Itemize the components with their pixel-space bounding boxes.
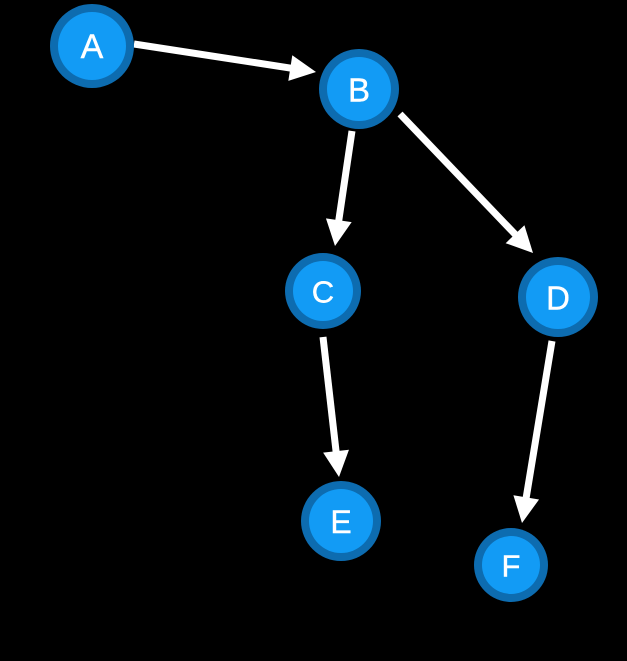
node-fill [293,261,353,321]
graph-edge-c-e[interactable] [319,336,349,477]
arrowhead-icon [513,495,540,523]
graph-node-b[interactable]: B [319,49,399,129]
edge-line [319,336,340,456]
graph-node-f[interactable]: F [474,528,548,602]
graph-node-e[interactable]: E [301,481,381,561]
edge-line [397,111,521,240]
node-label: D [546,280,570,317]
edge-line [522,340,556,502]
node-label: B [348,72,370,109]
graph-node-a[interactable]: A [50,4,134,88]
graph-edge-b-d[interactable] [397,111,533,253]
node-label: A [81,28,104,66]
graph-edge-a-b[interactable] [133,40,316,81]
graph-edge-d-f[interactable] [513,340,556,523]
edges-layer [133,40,556,523]
node-label: C [312,275,334,310]
node-fill [482,536,540,594]
edge-line [334,130,356,225]
node-fill [327,57,391,121]
node-label: E [330,504,351,540]
node-fill [526,265,590,329]
edge-line [133,40,295,73]
arrowhead-icon [323,449,349,477]
arrowhead-icon [505,225,533,253]
node-label: F [502,549,521,584]
nodes-layer: A B C D E F [50,4,598,602]
graph-node-c[interactable]: C [285,253,361,329]
node-fill [309,489,373,553]
graph-node-d[interactable]: D [518,257,598,337]
arrowhead-icon [288,55,316,81]
arrowhead-icon [325,218,352,246]
node-fill [58,12,126,80]
graph-edge-b-c[interactable] [325,130,356,246]
